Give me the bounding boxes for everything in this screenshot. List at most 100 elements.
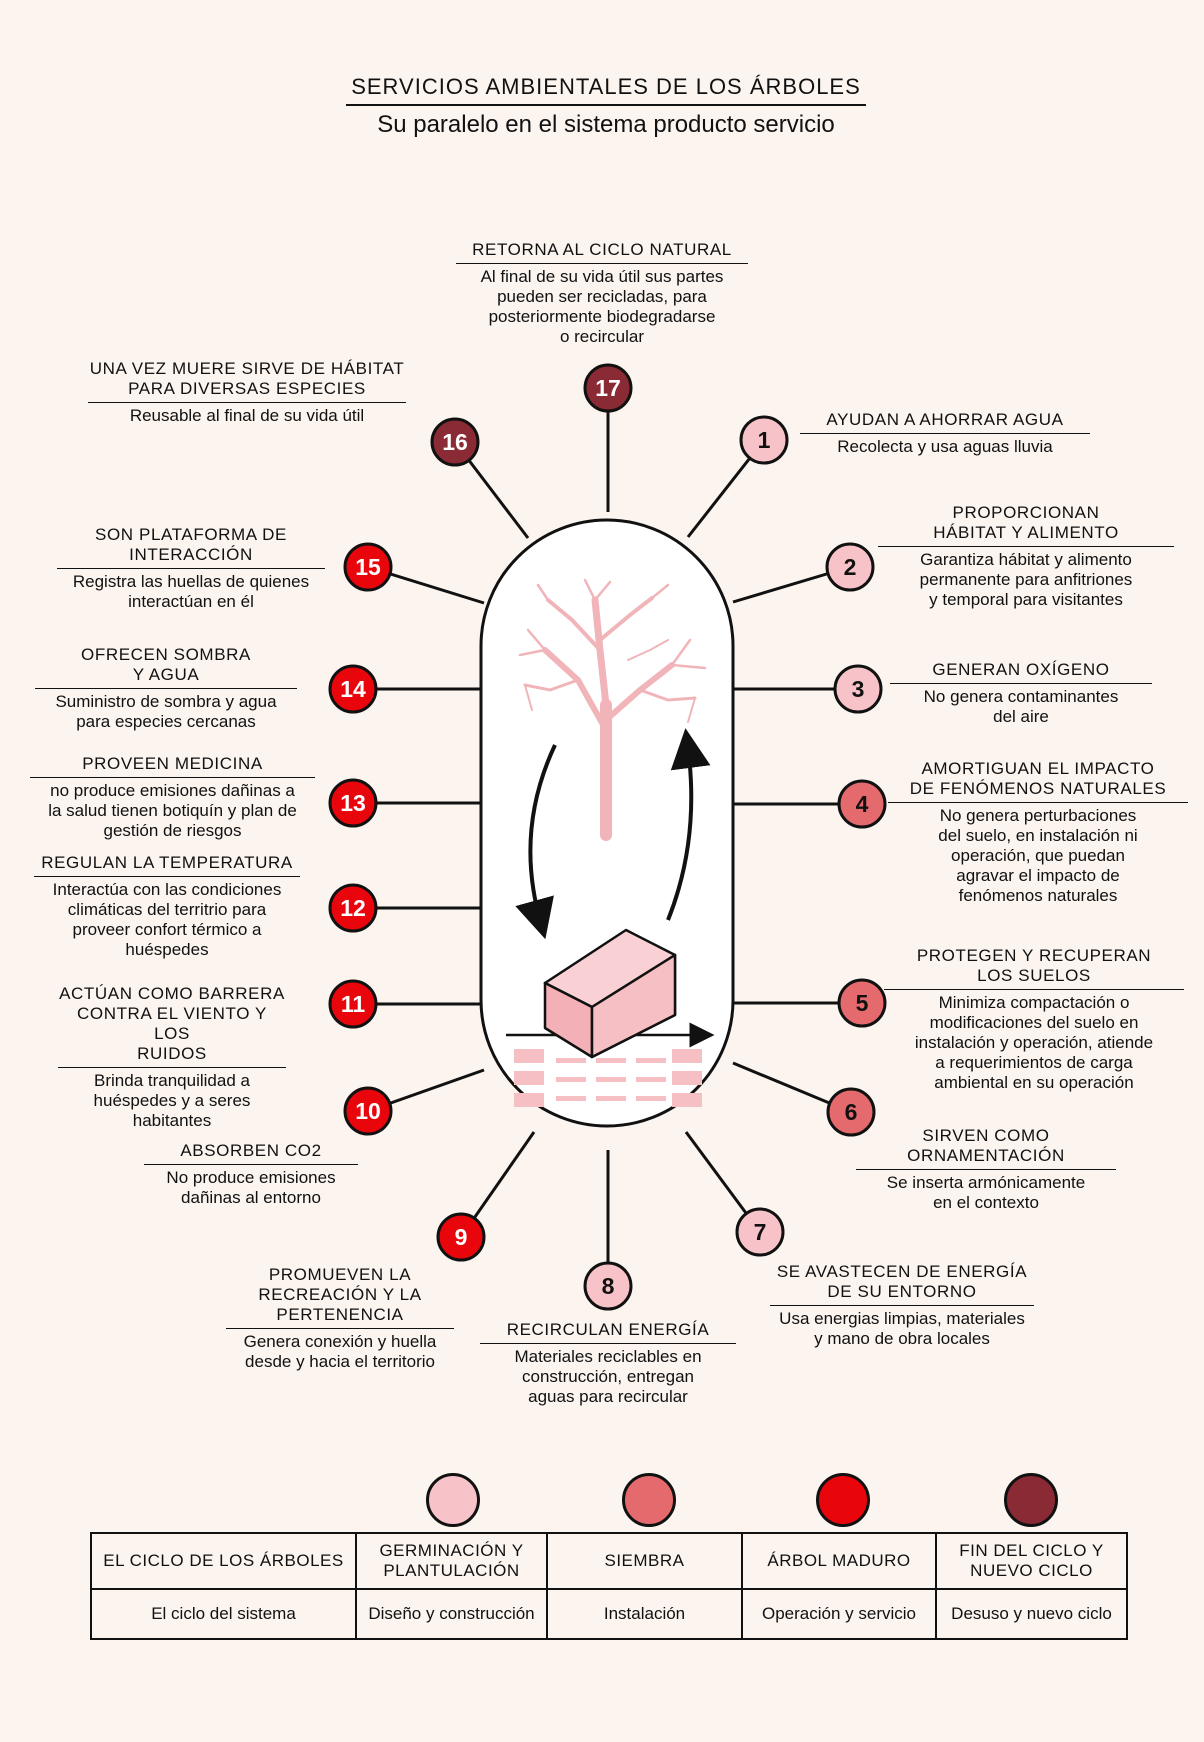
node-number: 11 xyxy=(341,991,366,1017)
cycle-arrow-icon xyxy=(515,728,711,940)
legend-cell-stage4: FIN DEL CICLO Y NUEVO CICLO xyxy=(935,1532,1128,1590)
node-circle xyxy=(430,417,480,467)
node-number: 15 xyxy=(355,554,381,580)
node-number: 6 xyxy=(845,1099,858,1125)
site-plan-icon xyxy=(514,1049,702,1107)
node-circle xyxy=(837,978,887,1028)
service-label-13: PROVEEN MEDICINA no produce emisiones dañ… xyxy=(30,754,315,841)
node-circle xyxy=(328,664,378,714)
node-number: 17 xyxy=(595,375,621,401)
legend-cell-stage3: ÁRBOL MADURO xyxy=(741,1532,937,1590)
service-node-13: 13 xyxy=(328,778,378,828)
page-subtitle: Su paralelo en el sistema producto servi… xyxy=(377,111,835,138)
node-circle xyxy=(436,1212,486,1262)
node-number: 4 xyxy=(856,791,869,817)
service-title: PROMUEVEN LA RECREACIÓN Y LA PERTENENCIA xyxy=(226,1265,454,1329)
service-description: No genera contaminantes del aire xyxy=(923,687,1119,726)
legend-cell-stage2: SIEMBRA xyxy=(546,1532,743,1590)
node-number: 1 xyxy=(758,427,771,453)
service-description: Materiales reciclables en construcción, … xyxy=(514,1347,702,1406)
service-node-16: 16 xyxy=(430,417,480,467)
service-description: Reusable al final de su vida útil xyxy=(129,406,365,425)
service-label-17: RETORNA AL CICLO NATURAL Al final de su v… xyxy=(456,240,748,347)
service-node-15: 15 xyxy=(343,542,393,592)
page-title: SERVICIOS AMBIENTALES DE LOS ÁRBOLES xyxy=(351,74,861,99)
service-title: PROPORCIONAN HÁBITAT Y ALIMENTO xyxy=(878,503,1174,547)
service-description: Garantiza hábitat y alimento permanente … xyxy=(919,550,1133,609)
service-title: AMORTIGUAN EL IMPACTO DE FENÓMENOS NATUR… xyxy=(888,759,1188,803)
service-title: SE AVASTECEN DE ENERGÍA DE SU ENTORNO xyxy=(770,1262,1034,1306)
node-circle xyxy=(837,779,887,829)
legend-dot-stage3 xyxy=(816,1473,870,1527)
legend-cell-header-sub: El ciclo del sistema xyxy=(90,1588,357,1640)
legend-cell-stage1-sub: Diseño y construcción xyxy=(355,1588,548,1640)
service-title: UNA VEZ MUERE SIRVE DE HÁBITAT PARA DIVE… xyxy=(88,359,406,403)
service-node-17: 17 xyxy=(583,363,633,413)
service-title: REGULAN LA TEMPERATURA xyxy=(34,853,300,877)
node-number: 13 xyxy=(340,790,366,816)
service-node-14: 14 xyxy=(328,664,378,714)
service-node-3: 3 xyxy=(833,664,883,714)
node-circle xyxy=(825,542,875,592)
service-description: Minimiza compactación o modificaciones d… xyxy=(914,993,1154,1092)
service-node-4: 4 xyxy=(837,779,887,829)
service-title: RETORNA AL CICLO NATURAL xyxy=(456,240,748,264)
node-circle xyxy=(735,1207,785,1257)
node-circle xyxy=(739,415,789,465)
node-number: 8 xyxy=(602,1273,615,1299)
service-title: AYUDAN A AHORRAR AGUA xyxy=(800,410,1090,434)
legend-dot-stage2 xyxy=(622,1473,676,1527)
node-number: 16 xyxy=(442,429,468,455)
service-node-8: 8 xyxy=(583,1261,633,1311)
legend-table: EL CICLO DE LOS ÁRBOLES GERMINACIÓN Y PL… xyxy=(90,1532,1128,1640)
service-node-12: 12 xyxy=(328,883,378,933)
node-number: 7 xyxy=(754,1219,767,1245)
title-underline xyxy=(346,104,866,106)
service-node-2: 2 xyxy=(825,542,875,592)
service-description: Al final de su vida útil sus partes pued… xyxy=(480,267,724,346)
service-title: ACTÚAN COMO BARRERA CONTRA EL VIENTO Y L… xyxy=(58,984,286,1068)
legend-dot-stage4 xyxy=(1004,1473,1058,1527)
node-circle xyxy=(328,778,378,828)
service-title: ABSORBEN CO2 xyxy=(144,1141,358,1165)
node-number: 3 xyxy=(852,676,865,702)
node-number: 12 xyxy=(340,895,366,921)
node-circle xyxy=(343,542,393,592)
legend-cell-stage1: GERMINACIÓN Y PLANTULACIÓN xyxy=(355,1532,548,1590)
node-number: 14 xyxy=(340,676,366,702)
service-node-7: 7 xyxy=(735,1207,785,1257)
service-description: no produce emisiones dañinas a la salud … xyxy=(48,781,297,840)
legend-dot-stage1 xyxy=(426,1473,480,1527)
service-node-10: 10 xyxy=(343,1086,393,1136)
service-label-11: ACTÚAN COMO BARRERA CONTRA EL VIENTO Y L… xyxy=(58,984,286,1131)
service-label-8: RECIRCULAN ENERGÍA Materiales reciclables… xyxy=(480,1320,736,1407)
service-title: PROTEGEN Y RECUPERAN LOS SUELOS xyxy=(884,946,1184,990)
node-number: 2 xyxy=(844,554,857,580)
legend-cell-stage4-sub: Desuso y nuevo ciclo xyxy=(935,1588,1128,1640)
node-number: 10 xyxy=(355,1098,381,1124)
node-circle xyxy=(328,883,378,933)
service-description: Genera conexión y huella desde y hacia e… xyxy=(243,1332,437,1371)
service-title: PROVEEN MEDICINA xyxy=(30,754,315,778)
service-title: SON PLATAFORMA DE INTERACCIÓN xyxy=(57,525,325,569)
node-circle xyxy=(583,363,633,413)
service-node-11: 11 xyxy=(328,979,378,1029)
node-number: 9 xyxy=(455,1224,468,1250)
service-description: Recolecta y usa aguas lluvia xyxy=(837,437,1053,456)
service-description: Usa energias limpias, materiales y mano … xyxy=(779,1309,1025,1348)
service-description: Suministro de sombra y agua para especie… xyxy=(55,692,277,731)
service-title: RECIRCULAN ENERGÍA xyxy=(480,1320,736,1344)
node-number: 5 xyxy=(856,990,869,1016)
legend-cell-header: EL CICLO DE LOS ÁRBOLES xyxy=(90,1532,357,1590)
service-title: SIRVEN COMO ORNAMENTACIÓN xyxy=(856,1126,1116,1170)
building-icon xyxy=(506,928,715,1059)
node-circle xyxy=(826,1087,876,1137)
